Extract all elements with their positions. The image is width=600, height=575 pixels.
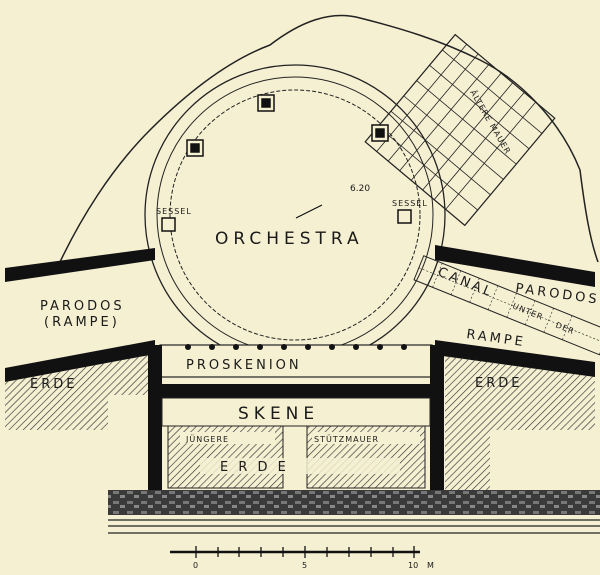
retaining-wall-label: STÜTZMAUER — [314, 434, 379, 444]
orchestra-circle — [169, 89, 421, 341]
older-wall-label: ÄLTERE MAUER — [468, 88, 513, 156]
ramp-left-label: (RAMPE) — [44, 315, 120, 330]
parodos-wall-left-bottom — [5, 340, 155, 382]
canal-under-label: UNTER — [511, 302, 544, 322]
younger-label: JÜNGERE — [185, 434, 229, 444]
earth-left-label: ERDE — [30, 377, 77, 392]
parodos-wall-right-top — [435, 245, 595, 287]
dimension-arrow — [295, 204, 323, 219]
scale-bar — [170, 546, 420, 558]
scale-5: 5 — [302, 561, 307, 570]
parodos-left-label: PARODOS — [40, 299, 125, 314]
earth-center-label: E R D E — [220, 460, 289, 475]
skene-front-wall — [160, 384, 432, 398]
canal-label: CANAL — [436, 265, 496, 301]
seat-label-right: SESSEL — [392, 199, 428, 208]
scale-unit: M — [427, 561, 434, 570]
foundation-lines — [108, 519, 600, 534]
hillside-outline — [59, 14, 599, 263]
earth-right — [445, 355, 595, 490]
proskenion-label: PROSKENION — [186, 358, 302, 373]
skene — [161, 397, 431, 427]
scale-10: 10 — [408, 561, 418, 570]
older-wall — [364, 33, 556, 227]
parodos-wall-right-bottom — [435, 340, 595, 377]
seat-markers — [161, 94, 412, 232]
skene-wall-left — [148, 345, 162, 490]
earth-right-label: ERDE — [475, 376, 522, 391]
canal-der-label: DER — [554, 321, 576, 337]
seat-label-left: SESSEL — [156, 207, 192, 216]
parodos-wall-left-top — [5, 248, 155, 282]
dimension-label: 6.20 — [350, 184, 370, 194]
proskenion-columns — [185, 344, 407, 350]
canal — [413, 255, 600, 356]
orchestra-label: ORCHESTRA — [215, 229, 364, 249]
skene-label: SKENE — [238, 404, 319, 424]
foundation-stone — [108, 490, 600, 515]
skene-wall-right — [430, 345, 444, 490]
scale-0: 0 — [193, 561, 198, 570]
